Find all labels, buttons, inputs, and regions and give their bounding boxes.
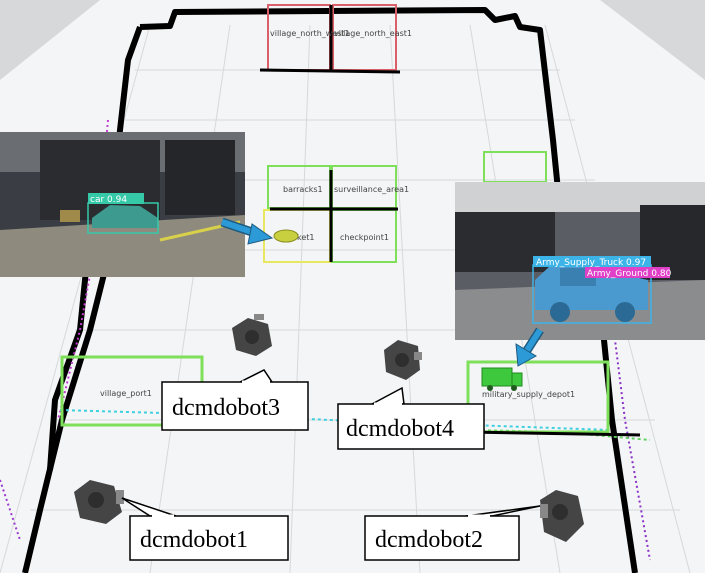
callout-dcmdobot4[interactable]: dcmdobot4 [337,386,485,450]
region-village-north[interactable]: village_north_west1 village_north_east1 [259,4,412,74]
callout-label-dcmdobot2: dcmdobot2 [375,527,483,553]
region-label-checkpoint: checkpoint1 [340,233,389,242]
callout-label-dcmdobot3: dcmdobot3 [172,395,280,421]
callout-label-dcmdobot4: dcmdobot4 [346,416,454,442]
arrow-right-to-depot-icon [515,327,544,367]
detection-label-army-ground: Army_Ground 0.80 [587,269,672,279]
region-label-barracks: barracks1 [283,185,323,194]
region-label-village-port: village_port1 [100,389,152,398]
region-label-surveillance-area: surveillance_area1 [334,185,409,194]
truck-marker-icon [481,367,523,391]
car-marker-icon [273,229,299,243]
camera-inset-right[interactable]: Army_Supply_Truck 0.97 Army_Ground 0.80 [455,182,705,340]
callout-dcmdobot2[interactable]: dcmdobot2 [364,505,541,561]
arrow-left-to-market-icon [220,217,274,245]
callout-label-dcmdobot1: dcmdobot1 [140,527,248,553]
region-military-supply-depot[interactable]: military_supply_depot1 [466,360,641,437]
region-label-village-north-east: village_north_east1 [334,29,412,38]
robot-dcmdobot3-icon[interactable] [232,314,272,356]
robot-dcmdobot1-icon[interactable] [74,480,124,524]
callout-dcmdobot3[interactable]: dcmdobot3 [161,369,309,431]
robot-dcmdobot4-icon[interactable] [384,340,422,380]
wall-left [22,25,143,573]
detection-label-car: car 0.94 [90,195,127,205]
region-label-village-north-west: village_north_west1 [270,29,350,38]
robot-dcmdobot2-icon[interactable] [540,490,584,542]
detection-label-army-supply-truck: Army_Supply_Truck 0.97 [536,258,646,268]
camera-inset-left[interactable]: car 0.94 [0,132,245,277]
callout-dcmdobot1[interactable]: dcmdobot1 [121,497,289,561]
region-label-military-supply-depot: military_supply_depot1 [482,390,575,399]
